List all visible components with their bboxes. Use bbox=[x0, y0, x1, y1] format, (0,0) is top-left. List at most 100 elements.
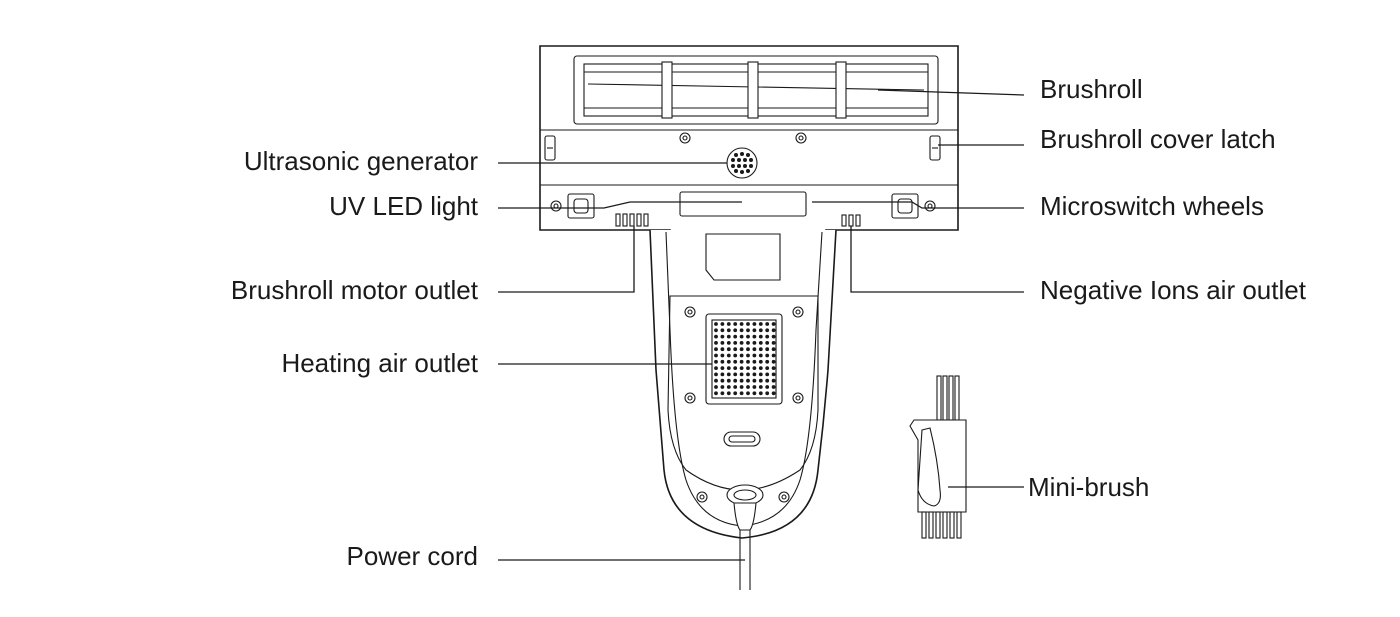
grille-hole bbox=[765, 372, 770, 377]
grille-hole bbox=[771, 385, 776, 389]
grille-hole bbox=[752, 391, 757, 396]
power-cord bbox=[726, 484, 764, 590]
grille-hole bbox=[758, 353, 763, 358]
grille-hole bbox=[739, 359, 744, 364]
grille-hole bbox=[746, 353, 750, 358]
grille-hole bbox=[733, 353, 738, 358]
grille-hole bbox=[746, 391, 750, 396]
grille-hole bbox=[739, 328, 744, 333]
grille-hole bbox=[714, 341, 718, 345]
grille-hole bbox=[746, 372, 750, 377]
grille-hole bbox=[739, 347, 744, 352]
negative-ions-air-outlet bbox=[841, 214, 861, 227]
label-brushroll-cover-latch: Brushroll cover latch bbox=[1040, 124, 1276, 154]
label-microswitch-wheels: Microswitch wheels bbox=[1040, 191, 1264, 221]
grille-hole bbox=[720, 341, 725, 345]
grille-hole bbox=[771, 322, 776, 326]
grille-hole bbox=[726, 378, 731, 383]
grille-hole bbox=[720, 347, 725, 352]
grille-hole bbox=[758, 328, 763, 333]
grille-hole bbox=[739, 372, 744, 377]
grille-hole bbox=[726, 347, 731, 352]
grille-hole bbox=[771, 378, 776, 383]
grille-hole bbox=[739, 391, 744, 396]
grille-hole bbox=[758, 378, 763, 383]
leader-brushroll-motor-outlet bbox=[498, 226, 635, 293]
label-mini-brush: Mini-brush bbox=[1028, 472, 1149, 502]
uv-led-light bbox=[679, 191, 807, 217]
label-heating-air-outlet: Heating air outlet bbox=[281, 348, 478, 378]
grille-hole bbox=[765, 322, 770, 326]
grille-hole bbox=[771, 353, 776, 358]
grille-hole bbox=[720, 366, 725, 370]
grille-hole bbox=[720, 334, 725, 339]
grille-hole bbox=[726, 322, 731, 326]
mini-brush bbox=[909, 375, 967, 539]
grille-hole bbox=[765, 353, 770, 358]
label-ultrasonic-generator: Ultrasonic generator bbox=[244, 146, 478, 176]
grille-hole bbox=[733, 334, 738, 339]
grille-hole bbox=[746, 347, 750, 352]
grille-hole bbox=[758, 341, 763, 345]
grille-hole bbox=[752, 334, 757, 339]
label-brushroll: Brushroll bbox=[1040, 74, 1143, 104]
grille-hole bbox=[752, 328, 757, 333]
grille-hole bbox=[714, 322, 718, 326]
grille-hole bbox=[733, 328, 738, 333]
grille-hole bbox=[758, 391, 763, 396]
grille-hole bbox=[771, 366, 776, 370]
grille-hole bbox=[739, 353, 744, 358]
ultrasonic-generator bbox=[726, 147, 758, 179]
grille-hole bbox=[771, 391, 776, 396]
grille-hole bbox=[758, 385, 763, 389]
grille-hole bbox=[765, 341, 770, 345]
labels: Brushroll Brushroll cover latch Ultrason… bbox=[231, 74, 1307, 571]
grille-hole bbox=[720, 372, 725, 377]
grille-hole bbox=[714, 328, 718, 333]
label-negative-ions-air-outlet: Negative Ions air outlet bbox=[1040, 275, 1307, 305]
brushroll-motor-outlet bbox=[615, 213, 649, 227]
grille-hole bbox=[752, 353, 757, 358]
grille-hole bbox=[739, 322, 744, 326]
grille-hole bbox=[771, 347, 776, 352]
grille-hole bbox=[765, 359, 770, 364]
head-screws bbox=[550, 132, 936, 212]
grille-hole bbox=[771, 372, 776, 377]
grille-hole bbox=[752, 322, 757, 326]
grille-hole bbox=[758, 366, 763, 370]
grille-hole bbox=[765, 328, 770, 333]
grille-hole bbox=[758, 347, 763, 352]
grille-hole bbox=[733, 385, 738, 389]
grille-hole bbox=[714, 391, 718, 396]
grille-hole bbox=[714, 378, 718, 383]
leader-lines bbox=[498, 89, 1025, 561]
grille-hole bbox=[720, 328, 725, 333]
grille-hole bbox=[720, 385, 725, 389]
grille-hole bbox=[714, 347, 718, 352]
grille-hole bbox=[714, 366, 718, 370]
grille-hole bbox=[714, 372, 718, 377]
grille-hole bbox=[739, 341, 744, 345]
leader-microswitch-wheels bbox=[812, 201, 1024, 209]
grille-hole bbox=[720, 378, 725, 383]
grille-hole bbox=[739, 378, 744, 383]
grille-hole bbox=[752, 341, 757, 345]
grille-hole bbox=[746, 341, 750, 345]
grille-hole bbox=[746, 359, 750, 364]
grille-hole bbox=[726, 359, 731, 364]
grille-hole bbox=[758, 372, 763, 377]
grille-hole bbox=[726, 366, 731, 370]
grille-hole bbox=[746, 366, 750, 370]
grille-hole bbox=[746, 328, 750, 333]
heating-air-outlet bbox=[705, 313, 783, 405]
grille-hole bbox=[733, 372, 738, 377]
leader-brushroll bbox=[877, 89, 1025, 96]
grille-hole bbox=[746, 385, 750, 389]
brushroll-cover-latch bbox=[544, 135, 941, 161]
grille-hole bbox=[714, 385, 718, 389]
grille-hole bbox=[739, 366, 744, 370]
grille-hole bbox=[733, 366, 738, 370]
grille-hole bbox=[752, 385, 757, 389]
grille-hole bbox=[765, 385, 770, 389]
